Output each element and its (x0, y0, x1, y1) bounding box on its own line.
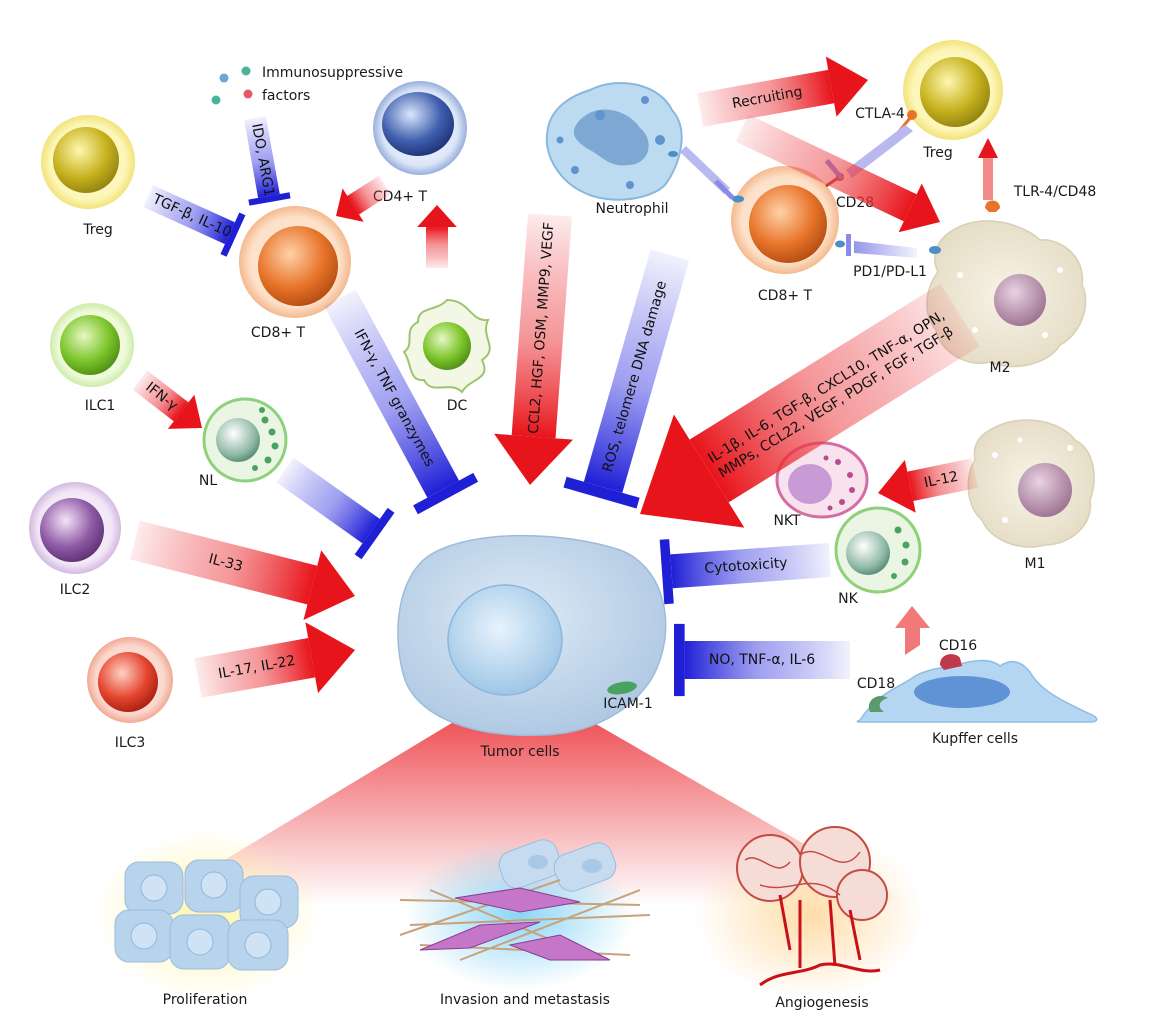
cd4-up-arrow (417, 205, 457, 268)
il17-il22-arrow: IL-17, IL-22 (194, 622, 355, 698)
cd18-label: CD18 (857, 676, 895, 692)
pd1-inhibition-line (846, 234, 917, 258)
cd18-receptor-icon (868, 695, 888, 712)
outcome-fan (150, 712, 910, 905)
tlr4-arrow (978, 138, 998, 200)
proliferation-label: Proliferation (163, 992, 248, 1008)
treg-left-label: Treg (82, 222, 112, 238)
il12-arrow: IL-12 (877, 458, 979, 513)
treg-cell-left (41, 115, 135, 209)
legend-text-2: factors (262, 88, 310, 104)
ifn-gamma-arrow: IFN-γ (132, 370, 202, 429)
nkt-label: NKT (773, 513, 801, 529)
pd1-label: PD1/PD-L1 (853, 264, 927, 280)
kupffer-to-nk-arrow (895, 606, 930, 655)
nk-label: NK (838, 591, 858, 607)
m1-label: M1 (1025, 556, 1046, 572)
tgf-il10-label: TGF-β, IL-10 (149, 191, 234, 241)
legend: Immunosuppressive factors (211, 65, 403, 105)
cd8-left-label: CD8+ T (251, 325, 306, 341)
il12-label: IL-12 (923, 469, 960, 492)
icam1-receptor-icon (607, 681, 637, 695)
icam1-label: ICAM-1 (603, 696, 653, 712)
recruiting2-arrow (735, 114, 941, 233)
ilc1-label: ILC1 (85, 398, 116, 414)
invasion-label: Invasion and metastasis (440, 992, 610, 1008)
m1-macrophage (967, 419, 1095, 548)
nkt-cell (775, 441, 869, 519)
ido-arg1-arrow: IDO, ARG1 (244, 116, 291, 206)
nl-inhibit-arrow (276, 457, 395, 560)
cd4-to-cd8-arrow (335, 175, 391, 222)
nl-label: NL (199, 473, 217, 489)
legend-text-1: Immunosuppressive (262, 65, 403, 81)
il33-arrow: IL-33 (130, 520, 355, 621)
legend-dot-icon (241, 66, 251, 76)
cd8-right-label: CD8+ T (758, 288, 813, 304)
cd8-cell-right (731, 166, 839, 274)
neutrophil-cell (545, 82, 683, 201)
kupffer-cell (856, 659, 1098, 723)
dc-label: DC (447, 398, 468, 414)
angiogenesis-label: Angiogenesis (775, 995, 868, 1011)
proliferation-illustration (93, 830, 323, 1000)
legend-dot-icon (243, 89, 253, 99)
ccl2-arrow: CCL2, HGF, OSM, MMP9, VEGF (494, 213, 574, 485)
tumor-label: Tumor cells (479, 744, 559, 760)
ilc1-cell (50, 303, 134, 387)
no-tnf-il6-label: NO, TNF-α, IL-6 (709, 652, 815, 668)
invasion-illustration (399, 839, 651, 990)
angiogenesis-illustration (695, 826, 925, 1000)
tlr4-receptor-icon (985, 200, 1000, 212)
dc-cell (402, 298, 491, 394)
ilc3-label: ILC3 (115, 735, 146, 751)
ilc2-cell (29, 482, 121, 574)
neutrophil-ligand-icon (668, 151, 744, 203)
tlr4-label: TLR-4/CD48 (1013, 184, 1097, 200)
treg-right-label: Treg (922, 145, 952, 161)
ilc2-label: ILC2 (60, 582, 91, 598)
tumor-cell (397, 534, 667, 737)
cd16-receptor-icon (940, 654, 962, 670)
kupffer-label: Kupffer cells (932, 731, 1018, 747)
legend-dot-icon (211, 95, 221, 105)
legend-dot-icon (219, 73, 229, 83)
ctla4-label: CTLA-4 (855, 106, 905, 122)
cytotoxicity-label: Cytotoxicity (704, 555, 788, 577)
tgf-il10-arrow: TGF-β, IL-10 (143, 185, 246, 257)
cytotoxicity-arrow: Cytotoxicity (659, 539, 832, 605)
cd4-cell (373, 81, 467, 175)
nk-cell (834, 506, 922, 594)
nl-cell (202, 397, 288, 483)
recruiting-arrow: Recruiting (697, 56, 868, 127)
cd16-label: CD16 (939, 638, 977, 654)
ilc3-cell (87, 637, 173, 723)
pd1-receptor-icon (835, 240, 941, 254)
neutrophil-inhibition-line (680, 146, 735, 200)
treg-cell-right (903, 40, 1003, 140)
neutrophil-label: Neutrophil (595, 201, 668, 217)
cd8-cell-left (239, 206, 351, 318)
m2-label: M2 (990, 360, 1011, 376)
no-tnf-il6-arrow: NO, TNF-α, IL-6 (674, 623, 850, 697)
